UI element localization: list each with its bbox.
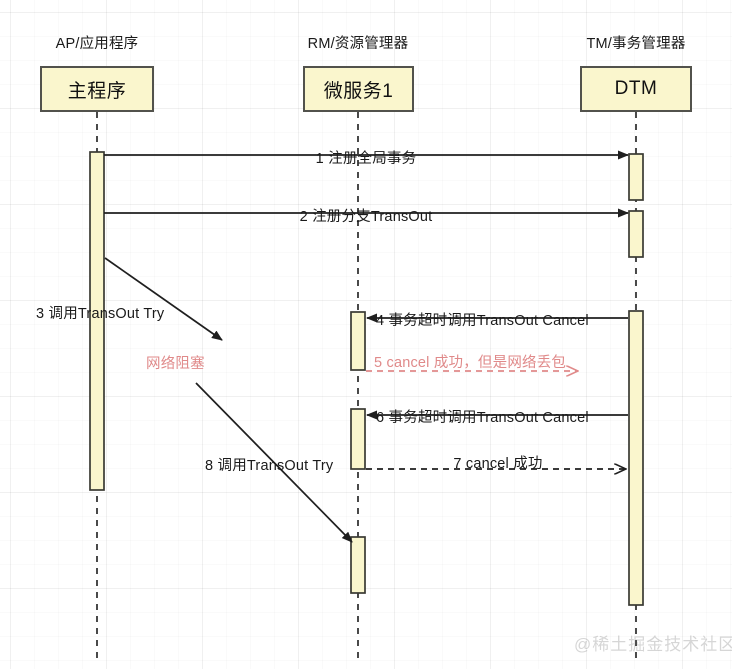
activation-tm-1 — [628, 153, 644, 201]
annotation-network-blocked: 网络阻塞 — [146, 356, 205, 372]
message-arrow-3 — [104, 257, 223, 341]
message-label-6: 6 事务超时调用TransOut Cancel — [376, 410, 589, 426]
activation-ap-1 — [89, 151, 105, 491]
activation-rm-2 — [350, 408, 366, 470]
message-label-7: 7 cancel 成功 — [453, 456, 543, 472]
activation-rm-3 — [350, 536, 366, 594]
actor-box-ap[interactable]: 主程序 — [40, 66, 154, 112]
activation-bars-group — [89, 151, 644, 606]
message-label-1: 1 注册全局事务 — [315, 151, 417, 167]
lifeline-header-ap: AP/应用程序 — [55, 36, 139, 52]
actor-box-tm[interactable]: DTM — [580, 66, 692, 112]
activation-tm-3 — [628, 310, 644, 606]
message-label-2: 2 注册分支TransOut — [299, 209, 433, 225]
message-label-4: 4 事务超时调用TransOut Cancel — [376, 313, 589, 329]
message-label-8: 8 调用TransOut Try — [205, 458, 334, 474]
message-arrows-group — [104, 150, 629, 543]
message-arrow-8 — [195, 382, 353, 543]
activation-tm-2 — [628, 210, 644, 258]
lifeline-header-rm: RM/资源管理器 — [307, 36, 409, 52]
lifelines-group — [96, 112, 637, 660]
message-label-3: 3 调用TransOut Try — [36, 306, 165, 322]
actor-box-rm[interactable]: 微服务1 — [303, 66, 414, 112]
activation-rm-1 — [350, 311, 366, 371]
lifeline-header-tm: TM/事务管理器 — [586, 36, 686, 52]
watermark-text: @稀土掘金技术社区 — [574, 635, 732, 654]
message-label-5: 5 cancel 成功，但是网络丢包 — [374, 355, 567, 371]
